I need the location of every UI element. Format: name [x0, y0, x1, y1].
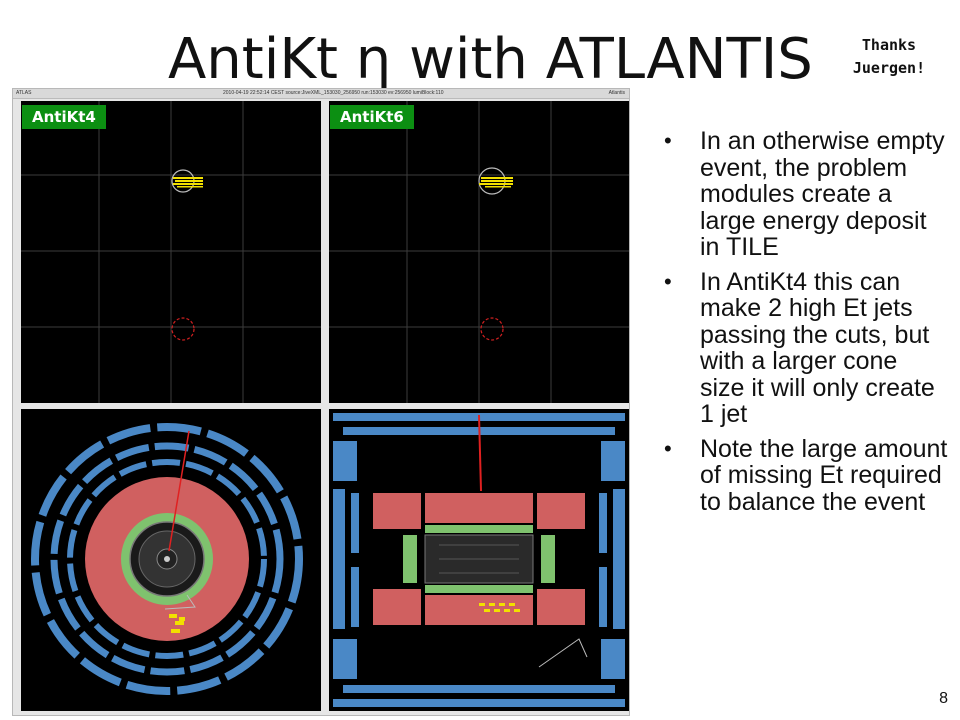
label-antikt6: AntiKt6: [330, 105, 414, 129]
atlantis-title-right: Atlantis: [608, 90, 625, 96]
bullet-text: Note the large amount of missing Et requ…: [700, 434, 948, 516]
slide-title: AntiKt η with ATLANTIS: [168, 27, 813, 92]
missing-et-marker: [480, 317, 504, 341]
bullet-item: • In an otherwise empty event, the proble…: [652, 128, 948, 261]
bullet-list: • In an otherwise empty event, the proble…: [652, 128, 948, 523]
track-line: [168, 430, 190, 552]
eta-phi-view-antikt6: [329, 101, 629, 403]
eta-phi-plot-antikt6: [329, 101, 629, 403]
bullet-text: In AntiKt4 this can make 2 high Et jets …: [700, 267, 935, 428]
missing-et-marker: [171, 317, 195, 341]
bullet-text: In an otherwise empty event, the problem…: [700, 127, 945, 261]
jet-energy-cells: [479, 177, 513, 188]
bullet-dot-icon: •: [664, 435, 672, 461]
atlantis-title-bar: ATLAS 2010-04-19 22:52:14 CEST source:Ji…: [13, 89, 629, 99]
bullet-item: • Note the large amount of missing Et req…: [652, 434, 948, 516]
atlantis-title-center: 2010-04-19 22:52:14 CEST source:JiveXML_…: [223, 90, 444, 96]
atlantis-event-display: ATLAS 2010-04-19 22:52:14 CEST source:Ji…: [12, 88, 630, 716]
bullet-dot-icon: •: [664, 268, 672, 294]
xy-detector-drawing: [21, 409, 321, 711]
eta-phi-view-antikt4: [21, 101, 321, 403]
tile-calorimeter-regions: [373, 493, 585, 625]
page-number: 8: [939, 690, 948, 707]
xy-detector-view: [21, 409, 321, 711]
rho-z-detector-drawing: [329, 409, 629, 711]
thanks-note: Thanks Juergen!: [852, 36, 926, 77]
jet-energy-cells: [173, 177, 203, 188]
eta-phi-plot-antikt4: [21, 101, 321, 403]
bullet-dot-icon: •: [664, 128, 672, 153]
label-antikt4: AntiKt4: [22, 105, 106, 129]
bullet-item: • In AntiKt4 this can make 2 high Et jets…: [652, 267, 948, 428]
atlantis-title-left: ATLAS: [16, 90, 32, 96]
track-line: [478, 414, 482, 492]
rho-z-detector-view: [329, 409, 629, 711]
